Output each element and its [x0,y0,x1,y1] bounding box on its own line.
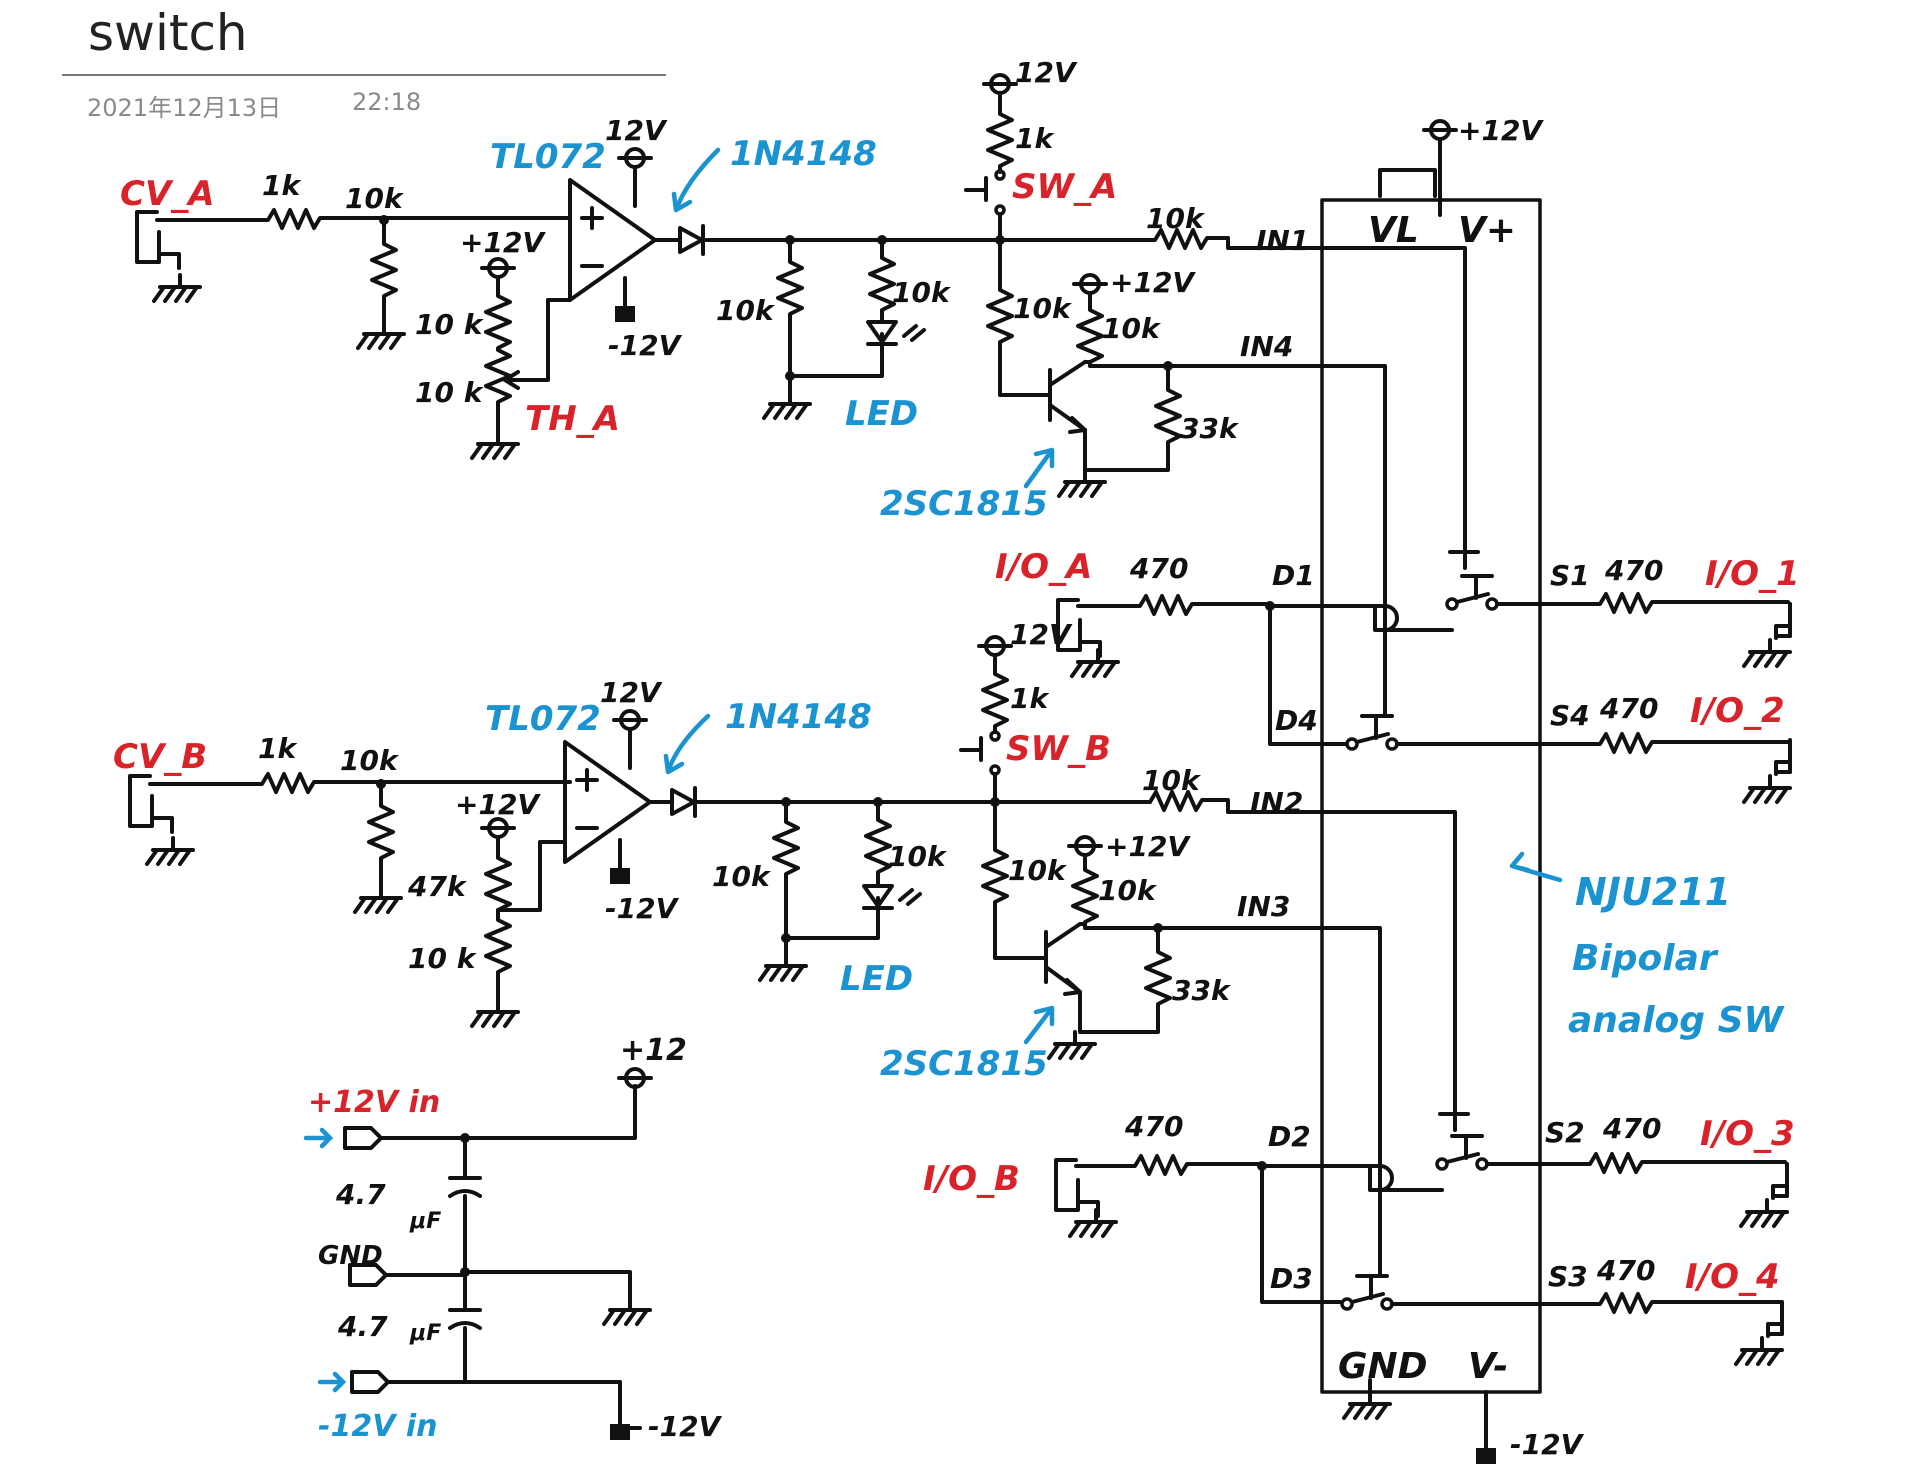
r-in-a-label: 1k [262,169,302,202]
page-title: switch [88,4,248,62]
led-b-label: LED [840,959,913,999]
io-b-label: I/O_B [923,1159,1020,1199]
opamp-a-vneg-label: -12V [608,329,683,362]
r-io-a-label: 470 [1129,552,1188,585]
r-io-b-label: 470 [1124,1110,1183,1143]
led-a-label: LED [845,394,918,434]
in3-label: IN3 [1237,890,1290,923]
s4-label: S4 [1550,699,1590,732]
ic-vee-label: -12V [1510,1428,1585,1461]
opamp-a-label: TL072 [490,137,606,177]
th-b-r1-label: 47k [407,870,468,903]
r-in-b-label: 1k [258,732,298,765]
s4-r-label: 470 [1599,692,1658,725]
vin-pos-label: +12V in [308,1085,440,1120]
r-c-b-label: 10k [1098,874,1158,907]
th-a-r2-label: 10 k [415,376,485,409]
s1-r-label: 470 [1604,554,1663,587]
ic-desc2-label: analog SW [1568,1000,1786,1041]
cap1-unit-label: μF [409,1209,441,1234]
d2-label: D2 [1268,1120,1311,1153]
channel-b [128,635,1789,1366]
ic-vminus-label: V- [1468,1346,1508,1387]
s3-r-label: 470 [1596,1254,1655,1287]
annotation-arrows [663,147,1055,1045]
r-led-a-label: 10k [892,276,952,309]
io-1-label: I/O_1 [1705,554,1800,594]
th-a-label: TH_A [525,399,620,439]
post-date: 2021年12月13日 [87,94,282,122]
cv-a-label: CV_A [120,174,215,214]
sw-b-r-label: 1k [1010,682,1050,715]
s2-r-label: 470 [1602,1112,1661,1145]
io-3-label: I/O_3 [1700,1114,1795,1154]
ic-vplus-label: V+ [1458,210,1516,251]
s2-label: S2 [1545,1116,1585,1149]
opamp-b-vneg-label: -12V [605,892,680,925]
q-b-label: 2SC1815 [880,1044,1048,1084]
s1-label: S1 [1550,559,1590,592]
sw-a-vcc-label: 12V [1015,56,1078,89]
r-gnd-a-label: 10k [345,182,405,215]
q-a-label: 2SC1815 [880,484,1048,524]
in1-label: IN1 [1256,224,1309,257]
r-gnd-b-label: 10k [340,744,400,777]
power-gnd-label: GND [318,1241,383,1271]
opamp-b-label: TL072 [485,699,601,739]
ic-vcc-label: +12V [1458,114,1544,147]
r-led-b-label: 10k [888,840,948,873]
s3-label: S3 [1548,1260,1588,1293]
ic-name-label: NJU211 [1575,870,1731,914]
r-c-a-label: 10k [1102,312,1162,345]
r-pd-b-label: 10k [712,860,772,893]
sw-a-label: SW_A [1012,167,1117,207]
cap2-unit-label: μF [409,1321,441,1346]
in4-label: IN4 [1240,330,1293,363]
diode-b-label: 1N4148 [725,697,872,737]
ic-gnd-label: GND [1338,1346,1428,1387]
r-in1-label: 10k [1146,202,1206,235]
power-vneg-label: -12V [648,1410,723,1443]
q-b-vcc-label: +12V [1105,830,1191,863]
power-section [303,1067,653,1442]
th-b-vcc-label: +12V [455,788,541,821]
io-a-label: I/O_A [995,547,1092,587]
io-4-label: I/O_4 [1685,1257,1780,1297]
r-pd-a-label: 10k [716,294,776,327]
th-a-r1-label: 10 k [415,308,485,341]
in2-label: IN2 [1250,786,1303,819]
d4-label: D4 [1275,704,1318,737]
r-b-a-label: 10k [1013,292,1073,325]
sw-b-label: SW_B [1006,729,1111,769]
q-a-vcc-label: +12V [1110,266,1196,299]
title-divider [62,74,666,76]
r-33-b-label: 33k [1172,974,1232,1007]
sw-a-r-label: 1k [1015,122,1055,155]
r-in2-label: 10k [1142,764,1202,797]
th-b-r2-label: 10 k [408,942,478,975]
nju211-ic [1320,119,1563,1465]
channel-a [135,73,1792,804]
r-33-a-label: 33k [1180,412,1240,445]
vin-neg-label: -12V in [318,1409,438,1444]
cv-b-label: CV_B [113,737,207,777]
opamp-b-vpos-label: 12V [600,676,663,709]
ic-vl-label: VL [1368,210,1419,251]
th-a-vcc-label: +12V [460,226,546,259]
opamp-a-vpos-label: 12V [605,114,668,147]
r-b-b-label: 10k [1008,854,1068,887]
d3-label: D3 [1270,1262,1313,1295]
power-vout-label: +12 [620,1033,687,1068]
io-2-label: I/O_2 [1690,691,1785,731]
post-time: 22:18 [352,88,422,116]
d1-label: D1 [1272,559,1315,592]
ic-desc1-label: Bipolar [1572,938,1719,979]
diode-a-label: 1N4148 [730,134,877,174]
sw-b-vcc-label: 12V [1010,618,1073,651]
cap2-value-label: 4.7 [337,1310,388,1343]
labels: CV_A 1k 10k TL072 12V -12V 1N4148 +12V 1… [113,56,1800,1461]
cap1-value-label: 4.7 [335,1178,386,1211]
